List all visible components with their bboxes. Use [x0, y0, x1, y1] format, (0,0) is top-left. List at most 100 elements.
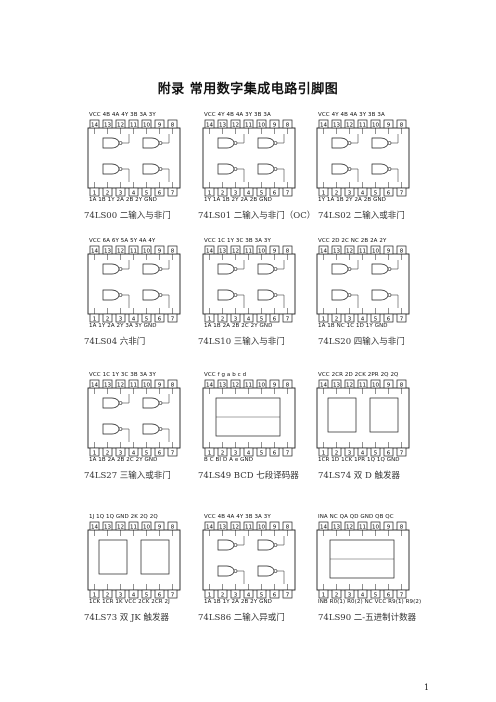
pin-number: 9 — [158, 382, 162, 388]
pin-number: 13 — [104, 524, 111, 530]
pin-number: 2 — [106, 190, 110, 196]
chip-caption: 74LS20 四输入与非门 — [318, 337, 405, 347]
pin-number: 4 — [132, 592, 136, 598]
pin-number: 12 — [117, 524, 124, 530]
pin-number: 11 — [130, 248, 137, 254]
pin-number: 7 — [171, 316, 175, 322]
logic-gate — [102, 423, 123, 435]
pin-number: 11 — [359, 524, 366, 530]
pin-number: 8 — [400, 382, 404, 388]
pin-number: 7 — [286, 316, 290, 322]
logic-gate — [102, 289, 123, 301]
pin-number: 1 — [322, 450, 326, 456]
pin-number: 6 — [273, 316, 277, 322]
logic-gate — [102, 163, 123, 175]
pin-number: 7 — [286, 450, 290, 456]
pin-number: 14 — [206, 524, 213, 530]
chip-caption: 74LS74 双 D 触发器 — [318, 471, 401, 481]
logic-gate — [257, 565, 278, 577]
pin-number: 6 — [273, 450, 277, 456]
logic-gate — [331, 263, 352, 275]
flipflop-block — [98, 539, 128, 575]
page-number: 1 — [424, 683, 430, 692]
pin-number: 11 — [130, 382, 137, 388]
ic-body — [87, 529, 181, 591]
logic-gate — [371, 289, 392, 301]
bottom-pin-labels: B C BI D A e GND — [204, 457, 254, 463]
pin-number: 10 — [143, 524, 150, 530]
logic-gate — [142, 263, 163, 275]
pin-number: 9 — [273, 524, 277, 530]
pin-number: 1 — [93, 450, 97, 456]
pin-number: 2 — [335, 450, 339, 456]
pin-number: 4 — [361, 190, 365, 196]
pin-number: 14 — [206, 122, 213, 128]
pin-number: 11 — [130, 122, 137, 128]
pin-number: 12 — [117, 122, 124, 128]
pin-number: 9 — [273, 382, 277, 388]
pin-number: 14 — [320, 382, 327, 388]
pin-number: 8 — [286, 524, 290, 530]
pin-number: 5 — [260, 190, 264, 196]
pin-number: 1 — [93, 316, 97, 322]
logic-gate — [102, 137, 123, 149]
pin-number: 13 — [104, 248, 111, 254]
bottom-pin-labels: INB R0(1) R0(2) NC VCC R9(1) R9(2) — [318, 599, 422, 605]
pin-number: 9 — [387, 524, 391, 530]
pin-number: 8 — [171, 382, 175, 388]
chip-caption: 74LS04 六非门 — [84, 337, 146, 347]
pin-number: 9 — [158, 248, 162, 254]
chip-caption: 74LS00 二输入与非门 — [84, 211, 171, 221]
pin-number: 2 — [221, 190, 225, 196]
pin-number: 14 — [320, 248, 327, 254]
pin-number: 13 — [333, 524, 340, 530]
chip-caption: 74LS02 二输入或非门 — [318, 211, 405, 221]
pin-number: 13 — [104, 382, 111, 388]
chip-caption: 74LS73 双 JK 触发器 — [84, 613, 169, 623]
chip-caption: 74LS49 BCD 七段译码器 — [198, 471, 299, 481]
pin-number: 13 — [333, 248, 340, 254]
pin-number: 8 — [400, 524, 404, 530]
pin-number: 14 — [320, 122, 327, 128]
pin-number: 1 — [208, 316, 212, 322]
pin-number: 13 — [333, 122, 340, 128]
pin-number: 13 — [219, 122, 226, 128]
pin-number: 4 — [132, 316, 136, 322]
ic-body — [87, 387, 181, 449]
pin-number: 11 — [245, 382, 252, 388]
logic-gate — [142, 163, 163, 175]
pin-number: 6 — [387, 316, 391, 322]
pin-number: 11 — [245, 524, 252, 530]
pin-number: 4 — [361, 450, 365, 456]
pin-number: 6 — [387, 450, 391, 456]
ic-body — [316, 387, 410, 449]
pin-number: 4 — [247, 592, 251, 598]
bottom-pin-labels: 1A 1B 2A 2B 2C 2Y GND — [204, 323, 273, 329]
ic-body — [87, 253, 181, 315]
pin-number: 5 — [374, 450, 378, 456]
bottom-pin-labels: 1A 1B 2A 2B 2C 2Y GND — [89, 457, 158, 463]
pin-number: 6 — [158, 592, 162, 598]
pin-number: 7 — [171, 592, 175, 598]
ic-body — [202, 253, 296, 315]
top-pin-labels: VCC f g a b c d — [204, 372, 247, 378]
pin-number: 12 — [232, 382, 239, 388]
logic-gate — [371, 263, 392, 275]
logic-gate — [331, 137, 352, 149]
pin-number: 10 — [372, 122, 379, 128]
bottom-pin-labels: 1Y 1A 1B 2Y 2A 2B GND — [204, 197, 272, 203]
pin-number: 10 — [258, 248, 265, 254]
pin-number: 11 — [359, 248, 366, 254]
pin-number: 6 — [387, 190, 391, 196]
pin-number: 2 — [335, 316, 339, 322]
logic-gate — [331, 163, 352, 175]
pin-number: 1 — [93, 592, 97, 598]
